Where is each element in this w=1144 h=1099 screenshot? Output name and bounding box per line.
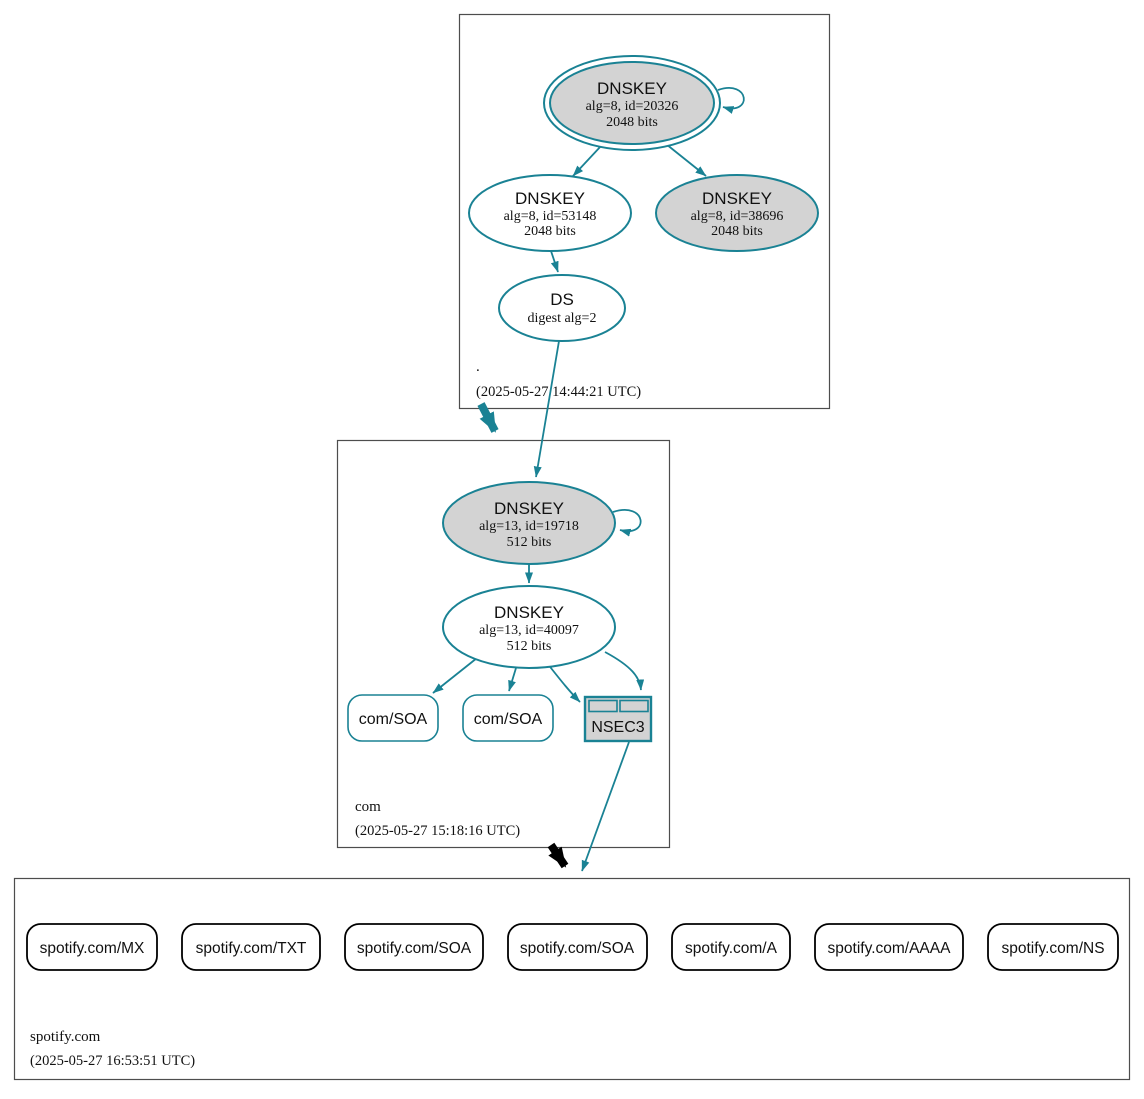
com-soa-1-label: com/SOA [359,711,428,728]
root-key3-detail2: 2048 bits [711,224,763,239]
com-zsk-title: DNSKEY [494,603,564,622]
edge-delegation-root-to-com [477,402,499,433]
rrset-spotify-mx[interactable]: spotify.com/MX [26,923,158,971]
rrset-spotify-a-box[interactable] [671,923,791,971]
root-ksk-title: DNSKEY [597,79,667,98]
root-ds-title: DS [550,290,574,309]
com-zsk-node[interactable]: DNSKEY alg=13, id=40097 512 bits [442,585,616,669]
root-zsk-ellipse[interactable] [468,174,632,252]
com-soa-2-node[interactable]: com/SOA [462,694,554,742]
rrset-spotify-a-label: spotify.com/A [685,940,778,957]
nsec3-node[interactable]: NSEC3 [583,695,653,743]
zone-name-root: . [476,359,480,375]
edge-delegation-com-to-spotify [547,842,569,869]
root-ds-detail1: digest alg=2 [528,311,597,326]
edge-root-zsk-to-ds [550,250,559,273]
edge-root-ksk-to-key3 [665,143,707,177]
zone-timestamp-spotify: (2025-05-27 16:53:51 UTC) [30,1053,195,1069]
zone-name-spotify: spotify.com [30,1029,101,1045]
com-ksk-detail1: alg=13, id=19718 [479,519,579,534]
com-soa-2-box[interactable] [462,694,554,742]
root-ksk-detail1: alg=8, id=20326 [586,99,679,114]
root-zsk-title: DNSKEY [515,189,585,208]
rrset-spotify-txt-box[interactable] [181,923,321,971]
edge-ds-to-com-ksk [533,340,560,478]
edge-root-ksk-selfloop [717,87,745,114]
com-soa-1-box[interactable] [347,694,439,742]
rrset-spotify-soa-1-box[interactable] [344,923,484,971]
zone-timestamp-root: (2025-05-27 14:44:21 UTC) [476,384,641,400]
rrset-spotify-aaaa-box[interactable] [814,923,964,971]
edge-com-zsk-to-nsec3-a [546,662,581,703]
nsec3-cell-right [619,699,649,713]
com-soa-1-node[interactable]: com/SOA [347,694,439,742]
rrset-spotify-soa-1-label: spotify.com/SOA [357,940,472,957]
root-ksk-node[interactable]: DNSKEY alg=8, id=20326 2048 bits [543,55,721,151]
rrset-spotify-mx-label: spotify.com/MX [40,940,145,957]
com-ksk-detail2: 512 bits [507,535,552,550]
edge-com-zsk-to-soa1 [432,657,478,694]
root-ds-node[interactable]: DS digest alg=2 [498,274,626,342]
zone-box-spotify [13,877,1131,1081]
zone-name-com: com [355,799,381,815]
edge-nsec3-to-spotify [581,741,630,872]
edge-com-zsk-to-nsec3-b [604,651,645,691]
root-key3-ellipse[interactable] [655,174,819,252]
rrset-spotify-soa-2-label: spotify.com/SOA [520,940,635,957]
com-ksk-ellipse[interactable] [442,481,616,565]
root-zsk-detail2: 2048 bits [524,224,576,239]
rrset-spotify-txt[interactable]: spotify.com/TXT [181,923,321,971]
root-zsk-detail1: alg=8, id=53148 [504,209,597,224]
rrset-spotify-soa-2[interactable]: spotify.com/SOA [507,923,648,971]
rrset-spotify-a[interactable]: spotify.com/A [671,923,791,971]
rrset-spotify-aaaa[interactable]: spotify.com/AAAA [814,923,964,971]
zone-box-com [336,439,671,849]
root-ksk-inner-ellipse[interactable] [549,61,715,145]
root-key3-title: DNSKEY [702,189,772,208]
root-zsk-node[interactable]: DNSKEY alg=8, id=53148 2048 bits [468,174,632,252]
root-key3-detail1: alg=8, id=38696 [691,209,784,224]
com-ksk-node[interactable]: DNSKEY alg=13, id=19718 512 bits [442,481,616,565]
com-zsk-detail1: alg=13, id=40097 [479,623,579,638]
rrset-spotify-mx-box[interactable] [26,923,158,971]
rrset-spotify-txt-label: spotify.com/TXT [196,940,307,957]
root-ds-ellipse[interactable] [498,274,626,342]
com-zsk-detail2: 512 bits [507,639,552,654]
edge-root-ksk-to-zsk [572,145,602,177]
root-ksk-detail2: 2048 bits [606,115,658,130]
edge-com-ksk-selfloop [612,509,642,537]
zone-timestamp-com: (2025-05-27 15:18:16 UTC) [355,823,520,839]
zone-box-root [458,13,831,410]
nsec3-label: NSEC3 [591,719,644,736]
rrset-spotify-soa-1[interactable]: spotify.com/SOA [344,923,484,971]
nsec3-cell-left [588,699,618,713]
com-zsk-ellipse[interactable] [442,585,616,669]
rrset-spotify-aaaa-label: spotify.com/AAAA [828,940,952,957]
rrset-spotify-soa-2-box[interactable] [507,923,648,971]
com-ksk-title: DNSKEY [494,499,564,518]
com-soa-2-label: com/SOA [474,711,543,728]
rrset-spotify-ns-label: spotify.com/NS [1001,940,1104,957]
root-key3-node[interactable]: DNSKEY alg=8, id=38696 2048 bits [655,174,819,252]
rrset-spotify-ns[interactable]: spotify.com/NS [987,923,1119,971]
edge-com-zsk-to-soa2 [508,667,517,692]
rrset-spotify-ns-box[interactable] [987,923,1119,971]
